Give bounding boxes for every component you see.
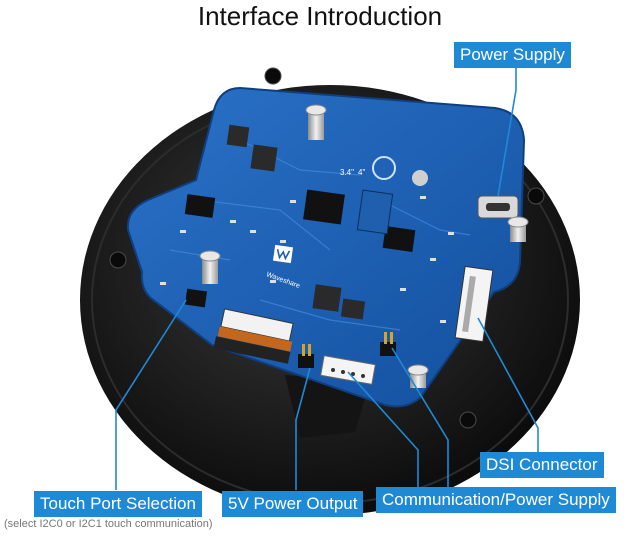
dsi-connector-callout: DSI Connector <box>480 452 604 478</box>
standoff-posts <box>199 104 529 388</box>
passive-components <box>160 196 454 323</box>
leader-lines <box>115 66 539 490</box>
fpc-connector <box>213 308 294 364</box>
touch-port-selection-callout: Touch Port Selection <box>34 491 202 517</box>
5v-pin-header <box>298 332 396 368</box>
dsi-connector-leader <box>477 317 539 454</box>
power-supply-leader <box>497 66 517 197</box>
5v-output-leader <box>295 367 311 490</box>
fiducial-circle-icon <box>372 156 396 180</box>
page-title: Interface Introduction <box>197 1 443 31</box>
touch-port-leader <box>115 299 187 490</box>
silk-label-3-4: 3.4" <box>340 168 354 177</box>
power-supply-callout: Power Supply <box>454 42 571 68</box>
comm-supply-leader-1 <box>347 371 419 490</box>
5v-power-output-callout: 5V Power Output <box>222 491 364 517</box>
comm-supply-leader-2 <box>391 347 449 490</box>
silk-label-4: 4" <box>358 168 365 177</box>
power-usb-c-port <box>477 195 519 219</box>
dsi-connector-port <box>454 265 494 343</box>
chip-components <box>184 124 416 320</box>
buzzer-icon <box>412 170 428 186</box>
communication-power-supply-callout: Communication/Power Supply <box>376 487 616 513</box>
communication-header <box>320 355 376 385</box>
mounting-hole-icons <box>109 67 545 429</box>
touch-port-note: (select I2C0 or I2C1 touch communication… <box>4 518 213 530</box>
